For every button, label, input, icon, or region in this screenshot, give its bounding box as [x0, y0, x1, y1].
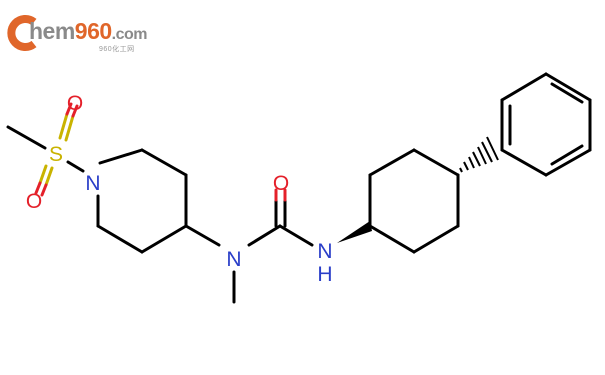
bond-s-n: [66, 160, 85, 173]
oxygen-atom-top: O: [67, 92, 83, 115]
bond-s-o-top: [64, 114, 75, 142]
bond-phenyl: [544, 72, 592, 102]
sulfonyl-bonds: [34, 102, 287, 228]
c-logo-icon: [7, 15, 37, 51]
bond-ring: [412, 148, 460, 177]
bond-s-o-top: [65, 102, 73, 116]
bonds: [6, 72, 592, 304]
site-logo[interactable]: hem960.com 960化工网: [6, 8, 156, 54]
bond-ring: [98, 148, 144, 165]
oxygen-atom-bottom: O: [26, 190, 42, 213]
bond-ring: [368, 148, 416, 177]
amide-nitrogen: N: [317, 240, 332, 263]
bond-phenyl-double: [550, 144, 584, 166]
bond-ring: [368, 224, 416, 254]
piperidine-nitrogen: N: [85, 172, 100, 195]
bond-phenyl: [500, 148, 548, 177]
bond-ring: [412, 224, 460, 254]
bond-phenyl-double: [550, 82, 584, 104]
bond-c-nh: [278, 224, 314, 247]
amide-hydrogen: H: [317, 263, 332, 286]
bond-s-o-bottom: [40, 183, 48, 197]
bond-phenyl: [500, 72, 548, 102]
bond-ring: [140, 148, 188, 177]
bond-methyl-s: [6, 125, 47, 150]
bond-s-o-bottom: [34, 181, 42, 195]
logo-wordmark: hem960.com: [29, 18, 148, 44]
bond-phenyl: [544, 148, 592, 177]
bond-c-n: [184, 224, 221, 247]
wedge-bond: [337, 221, 372, 243]
bond-s-o-bottom: [38, 164, 48, 185]
bond-s-o-top: [58, 112, 69, 140]
carbonyl-oxygen: O: [273, 172, 289, 195]
bond-n-c: [247, 224, 282, 247]
bond-ring: [96, 224, 144, 254]
logo-subtitle: 960化工网: [99, 46, 135, 53]
bond-s-o-top: [71, 104, 79, 118]
bond-ring: [140, 224, 188, 254]
sulfur-atom: S: [49, 143, 63, 166]
methyl-nitrogen: N: [226, 248, 241, 271]
bond-s-o-bottom: [44, 166, 54, 187]
hashed-bond: [459, 136, 499, 173]
